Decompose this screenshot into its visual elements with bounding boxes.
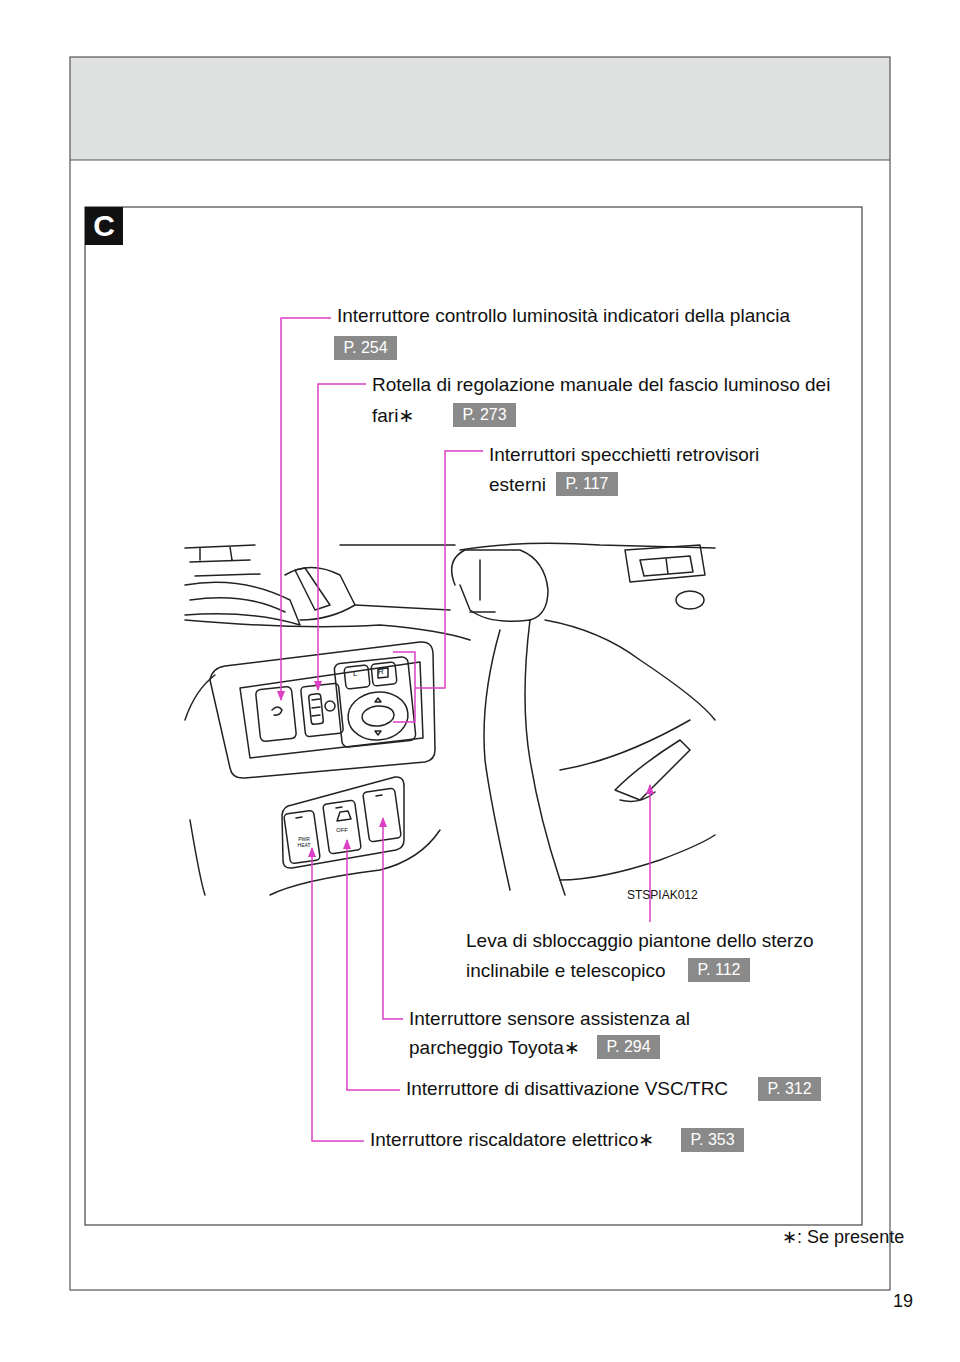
page-ref: P. 112: [688, 958, 750, 982]
switch-marking: PWR HEAT: [293, 836, 315, 848]
page-ref: P. 353: [681, 1128, 744, 1152]
figure-code: STSPIAK012: [627, 888, 698, 902]
page-ref-text: P. 112: [697, 958, 740, 982]
callout-text: Interruttore sensore assistenza al parch…: [409, 1004, 729, 1062]
footnote: ∗: Se presente: [782, 1226, 904, 1248]
callout-text: Interruttore riscaldatore elettrico∗: [370, 1127, 654, 1153]
page-ref: P. 117: [556, 472, 618, 496]
page-ref: P. 254: [334, 336, 397, 360]
callout-text: Interruttore controllo luminosità indica…: [337, 303, 790, 329]
page-number: 19: [893, 1290, 913, 1312]
switch-marking: R: [378, 667, 384, 676]
section-letter-text: C: [93, 207, 115, 245]
callout-text: Interruttori specchietti retrovisori est…: [489, 440, 809, 500]
page-ref-text: P. 312: [767, 1077, 811, 1101]
section-letter: C: [85, 207, 123, 245]
callout-text: Interruttore di disattivazione VSC/TRC: [406, 1076, 728, 1102]
page-ref: P. 312: [758, 1077, 821, 1101]
page-ref-text: P. 254: [343, 336, 387, 360]
page-ref-text: P. 294: [606, 1035, 650, 1059]
section-frame: [85, 207, 862, 1225]
switch-marking: L: [353, 669, 357, 678]
page-frame: [70, 57, 890, 1290]
bracket: [393, 652, 415, 722]
header-rule: [70, 159, 890, 160]
page-ref: P. 273: [453, 403, 516, 427]
page-ref-text: P. 273: [462, 403, 506, 427]
switch-marking: OFF: [336, 827, 348, 834]
page-ref-text: P. 117: [565, 472, 608, 496]
callout-text: Leva di sbloccaggio piantone dello sterz…: [466, 926, 846, 986]
callout-text: Rotella di regolazione manuale del fasci…: [372, 369, 852, 431]
dashboard-drawing: [185, 543, 715, 895]
page-ref-text: P. 353: [690, 1128, 734, 1152]
header-band: [70, 57, 890, 160]
page-ref: P. 294: [597, 1035, 660, 1059]
